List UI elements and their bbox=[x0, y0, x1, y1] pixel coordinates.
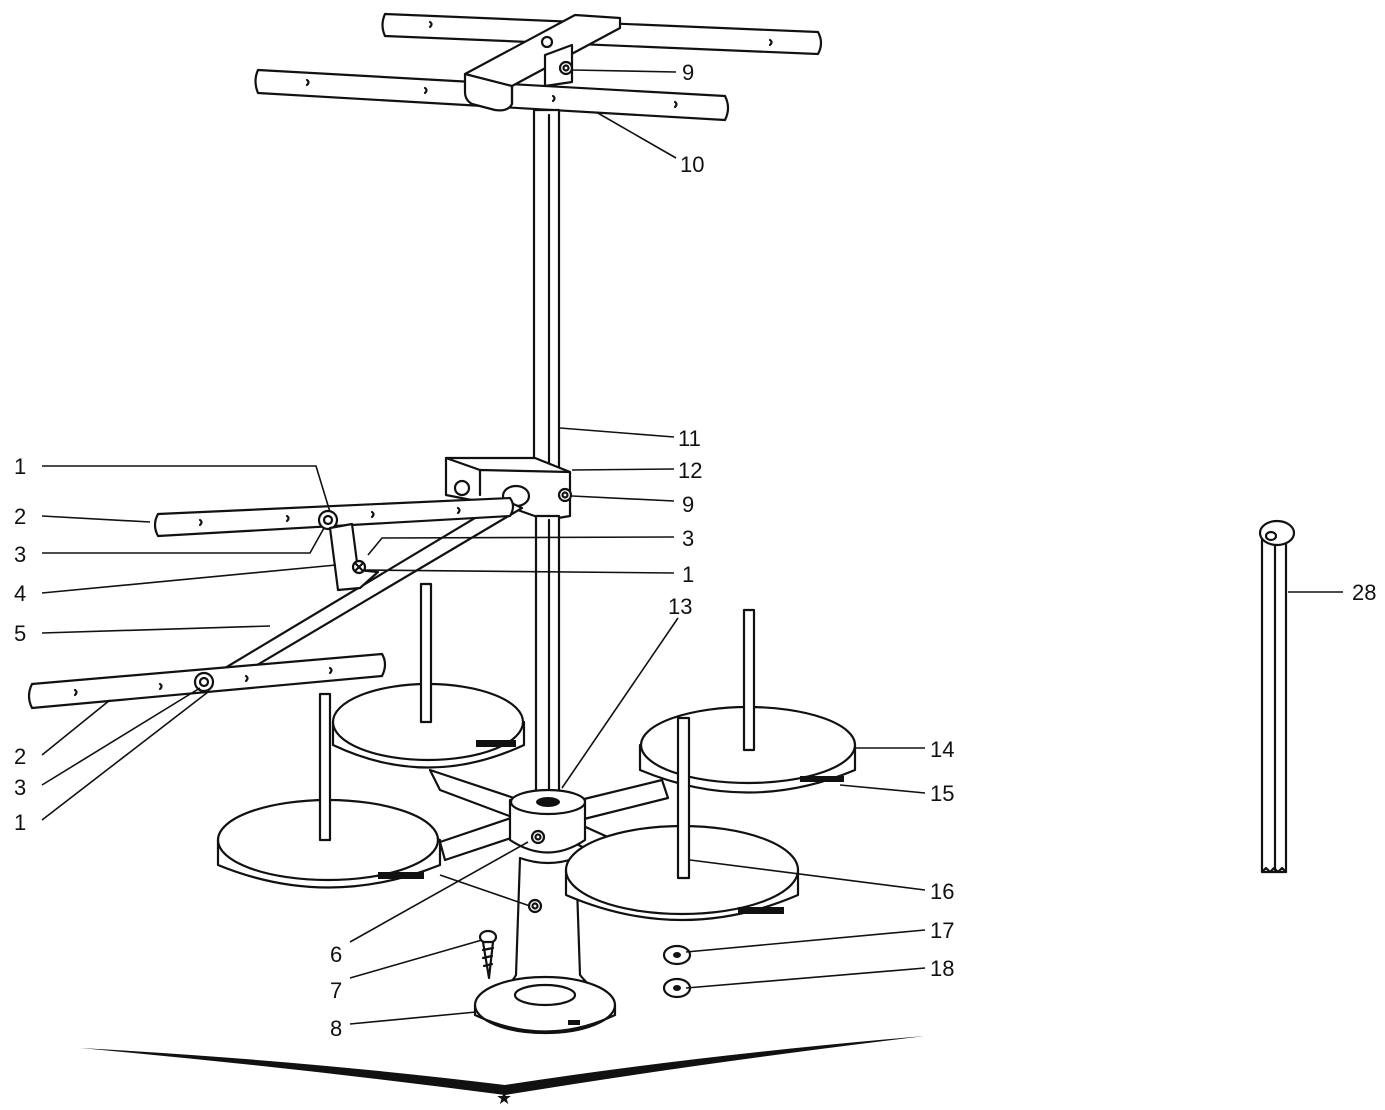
hub-screw-6 bbox=[530, 829, 546, 845]
callout-2-top-left: 2 bbox=[14, 504, 26, 529]
callout-14: 14 bbox=[930, 737, 954, 762]
callout-11: 11 bbox=[678, 426, 701, 451]
callout-1-right: 1 bbox=[682, 562, 694, 587]
callout-15: 15 bbox=[930, 781, 954, 806]
callout-6: 6 bbox=[330, 942, 342, 967]
callout-4: 4 bbox=[14, 581, 26, 606]
callout-2-bottom-left: 2 bbox=[14, 744, 26, 769]
callout-labels: 9 10 11 12 9 3 1 13 14 15 16 17 18 28 1 … bbox=[14, 60, 1376, 1108]
wood-screw-7 bbox=[478, 929, 498, 980]
callout-3-bottom-left: 3 bbox=[14, 775, 26, 800]
callout-1-bottom-left: 1 bbox=[14, 810, 26, 835]
upper-rod bbox=[532, 108, 561, 474]
bracket bbox=[328, 522, 380, 592]
callout-3-right: 3 bbox=[682, 526, 694, 551]
top-screw-9 bbox=[558, 60, 574, 76]
callout-17: 17 bbox=[930, 918, 954, 943]
footer-star: ★ bbox=[496, 1088, 512, 1105]
clamp-screw-9 bbox=[557, 487, 573, 503]
spool-plate-back-left bbox=[331, 582, 526, 769]
callout-10: 10 bbox=[680, 152, 704, 177]
callout-5: 5 bbox=[14, 621, 26, 646]
left-arm-assembly bbox=[27, 496, 524, 710]
callout-9-clamp: 9 bbox=[682, 492, 694, 517]
hub-assembly bbox=[428, 768, 670, 862]
callout-9-top: 9 bbox=[682, 60, 694, 85]
callout-1-top-left: 1 bbox=[14, 454, 26, 479]
spool-plate-front-right bbox=[564, 716, 800, 922]
callout-8: 8 bbox=[330, 1016, 342, 1041]
callout-18: 18 bbox=[930, 956, 954, 981]
top-arm-holes bbox=[305, 20, 773, 109]
leader-lines bbox=[41, 69, 1343, 1025]
callout-13: 13 bbox=[668, 594, 692, 619]
callout-3-top-left: 3 bbox=[14, 542, 26, 567]
base-column bbox=[473, 856, 617, 1035]
callout-12: 12 bbox=[678, 458, 702, 483]
spool-plate-back-right bbox=[638, 608, 857, 794]
lower-rod bbox=[534, 514, 561, 808]
part-28-rod bbox=[1258, 519, 1296, 874]
ground-curve bbox=[80, 1036, 925, 1095]
callout-7: 7 bbox=[330, 978, 342, 1003]
top-crossbar-assembly bbox=[254, 12, 823, 122]
spool-plate-front-left bbox=[216, 692, 442, 889]
callout-28: 28 bbox=[1352, 580, 1376, 605]
callout-16: 16 bbox=[930, 879, 954, 904]
nut-17 bbox=[662, 944, 692, 966]
